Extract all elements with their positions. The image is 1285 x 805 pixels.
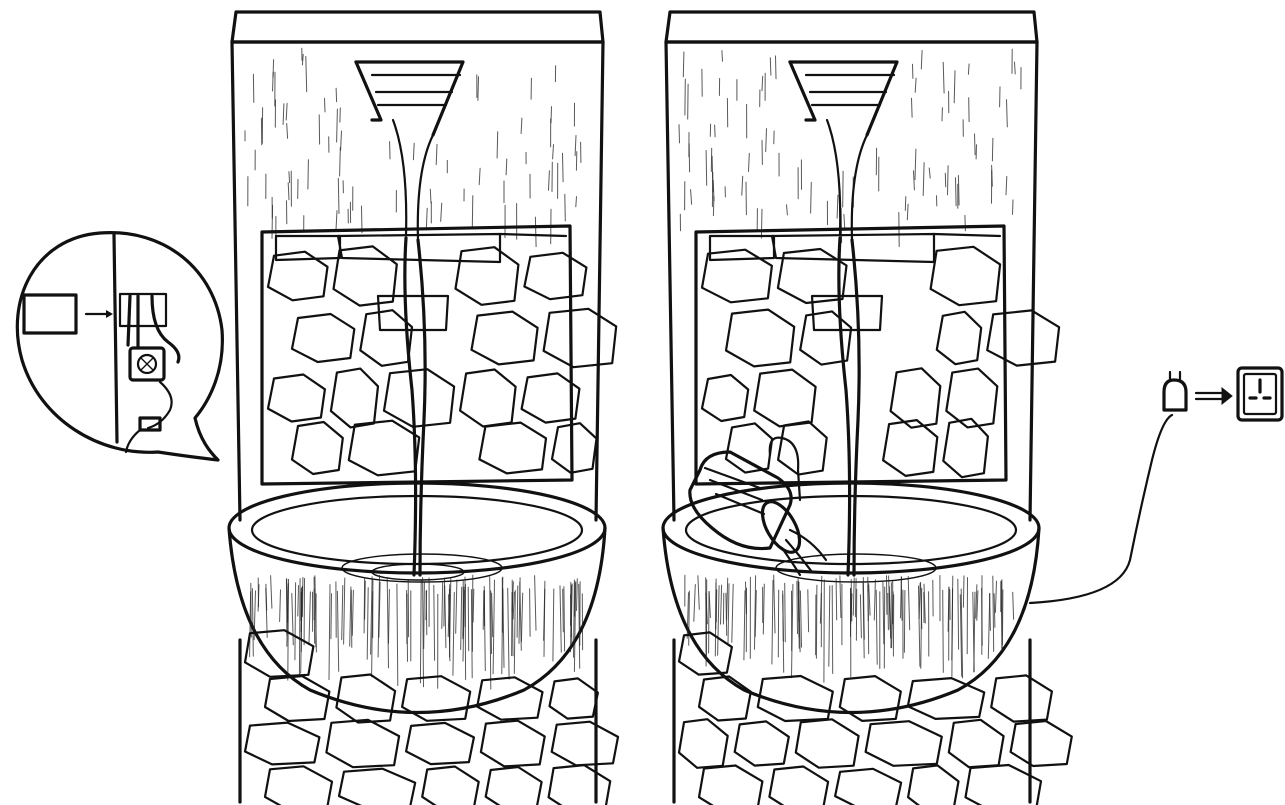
plug-icon [1164, 372, 1186, 410]
fountain-left [229, 12, 618, 805]
wood-grain-texture [679, 49, 1021, 246]
stone-pattern [268, 246, 616, 475]
pump-icon [130, 348, 164, 380]
wall-socket-icon [1238, 368, 1282, 420]
pump-detail-callout [17, 233, 222, 460]
wood-grain-texture [245, 48, 581, 249]
base-stone-pattern [679, 632, 1072, 805]
water-spout [356, 62, 463, 240]
bowl-texture [685, 575, 1014, 682]
bowl-texture [250, 575, 583, 689]
fountain-right [663, 12, 1072, 805]
stone-panel [262, 226, 616, 575]
water-spout [790, 62, 897, 240]
bucket-icon [690, 438, 826, 575]
arrow-right-icon [1196, 388, 1232, 404]
power-cord [1030, 415, 1172, 603]
fountain-base [240, 630, 618, 805]
fountain-base [674, 632, 1072, 805]
fountain-backboard [666, 12, 1037, 520]
stone-panel [696, 226, 1059, 575]
